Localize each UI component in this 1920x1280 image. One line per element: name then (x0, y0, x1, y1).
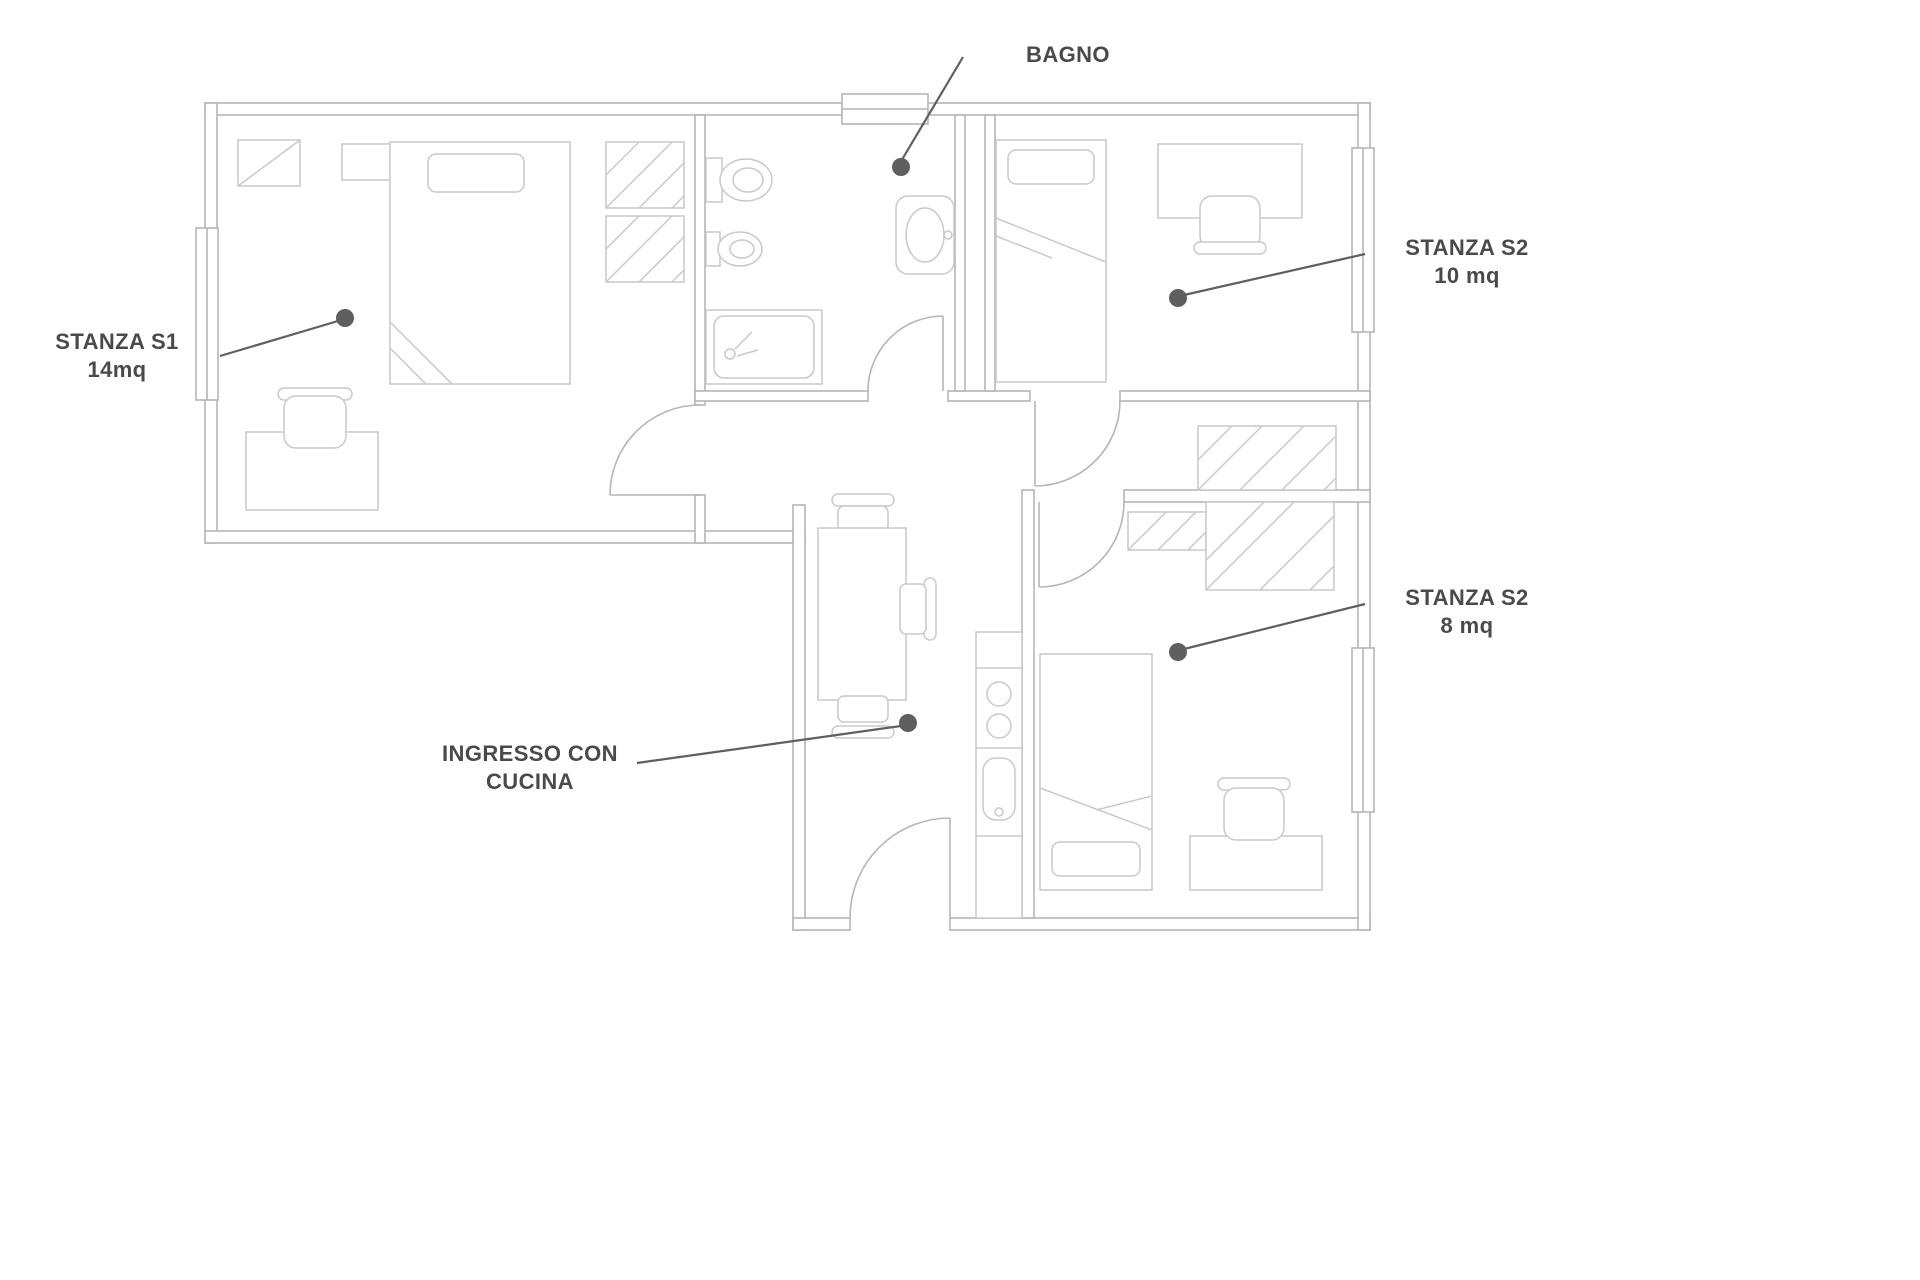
leader-stanza-s1 (219, 319, 339, 358)
dining-table (817, 527, 907, 701)
stove-burner-2 (986, 713, 1012, 739)
kitchen-sink (982, 757, 1016, 821)
wall-exterior-bottom-left (204, 530, 806, 544)
leader-ingresso (636, 724, 902, 765)
door-stanza-s1-swing (609, 404, 701, 496)
bathroom-fixtures (705, 157, 955, 385)
leader-stanza-s2-10 (1183, 252, 1366, 297)
marker-bagno (892, 158, 910, 176)
label-ingresso-line1: INGRESSO CON (442, 741, 618, 766)
annotation-bagno: BAGNO (892, 42, 1110, 176)
dining-chair-right-seat (899, 583, 927, 635)
label-stanza-s2-10-line1: STANZA S2 (1405, 235, 1528, 260)
windows (195, 93, 1375, 813)
toilet-bowl-inner (732, 167, 764, 193)
annotation-stanza-s2-8: STANZA S2 8 mq (1169, 585, 1528, 661)
wardrobe-s8-large-hatch (1205, 501, 1335, 591)
desk-s2-8 (1189, 835, 1323, 891)
door-stanza-s2-8-swing (1038, 501, 1125, 588)
single-bed-8-fold (1039, 787, 1153, 831)
wall-corridor-top-east (1119, 390, 1371, 402)
wall-exterior-bottom-west-of-door (792, 917, 851, 931)
wall-exterior-mid-vertical (792, 504, 806, 931)
nightstand-detail-line (237, 139, 301, 187)
room-stanza-s1-furniture (237, 139, 685, 511)
washbasin-tap (943, 230, 953, 240)
washbasin (895, 195, 955, 275)
wardrobe-s1-lower-hatch (605, 215, 685, 283)
wall-bathroom-bottom-east (947, 390, 1031, 402)
label-ingresso-line2: CUCINA (486, 769, 574, 794)
room-stanza-s2-8-furniture (1039, 501, 1335, 891)
toilet-bowl (719, 158, 773, 202)
wall-s1-bathroom (694, 114, 706, 406)
wardrobe-s8-large (1205, 501, 1335, 591)
room-stanza-s2-10-furniture (995, 139, 1337, 491)
desk-s2-10-chair-seat (1199, 195, 1261, 249)
door-bathroom-swing (867, 315, 944, 392)
annotation-stanza-s2-10: STANZA S2 10 mq (1169, 235, 1528, 307)
label-bagno: BAGNO (1026, 42, 1110, 67)
wardrobe-s8-small-hatch (1127, 511, 1207, 551)
label-stanza-s1-line1: STANZA S1 (55, 329, 178, 354)
marker-stanza-s2-8 (1169, 643, 1187, 661)
wall-exterior-top (204, 102, 1371, 116)
annotations: BAGNO STANZA S1 14mq STANZA S2 10 mq STA… (55, 42, 1528, 794)
single-bed-8-pillow (1051, 841, 1141, 877)
dining-chair-top-back (831, 493, 895, 507)
wall-stanza8-left (1021, 489, 1035, 919)
leader-stanza-s2-8 (1183, 602, 1366, 651)
hall-wardrobe-hatch (1197, 425, 1337, 491)
shelf (341, 143, 391, 181)
stove-burner-1 (986, 681, 1012, 707)
marker-stanza-s2-10 (1169, 289, 1187, 307)
leader-bagno (899, 56, 964, 164)
wardrobe-s1-upper-hatch (605, 141, 685, 209)
label-stanza-s2-10-line2: 10 mq (1434, 263, 1500, 288)
single-bed-10-fold (995, 217, 1107, 263)
wall-bathroom-right (954, 114, 966, 392)
kitchen-sink-tap (994, 807, 1004, 817)
desk-s1-chair-seat (283, 395, 347, 449)
desk-s2-10-chair-back (1193, 241, 1267, 255)
single-bed-10-pillow (1007, 149, 1095, 185)
shower-drain (724, 348, 736, 360)
wall-stanza10-left (984, 114, 996, 392)
double-bed-fold (389, 321, 453, 385)
annotation-stanza-s1: STANZA S1 14mq (55, 309, 354, 382)
shower-spray-lines (734, 331, 759, 357)
door-entrance-swing (849, 817, 951, 919)
wall-bathroom-bottom-west (694, 390, 869, 402)
doors (609, 315, 1125, 919)
label-stanza-s1-line2: 14mq (87, 357, 146, 382)
wardrobe-s8-small (1127, 511, 1207, 551)
annotation-ingresso: INGRESSO CON CUCINA (442, 714, 917, 794)
bidet-bowl-inner (729, 239, 755, 259)
desk-s2-8-chair-seat (1223, 787, 1285, 841)
bidet-bowl (717, 231, 763, 267)
marker-stanza-s1 (336, 309, 354, 327)
label-stanza-s2-8-line2: 8 mq (1441, 613, 1494, 638)
wall-s1-door-stub (694, 494, 706, 544)
kitchen-dining-furniture (817, 493, 1023, 919)
wall-exterior-bottom-east-of-door (949, 917, 1371, 931)
dining-chair-bottom-seat (837, 695, 889, 723)
kitchen-counter-dividers (976, 667, 1022, 837)
double-bed-pillow (427, 153, 525, 193)
wall-corridor-bottom-east (1123, 489, 1371, 503)
door-stanza-s2-10-swing (1034, 400, 1121, 487)
hall-wardrobe (1197, 425, 1337, 491)
shower-tray-inner (713, 315, 815, 379)
marker-ingresso (899, 714, 917, 732)
label-stanza-s2-8-line1: STANZA S2 (1405, 585, 1528, 610)
